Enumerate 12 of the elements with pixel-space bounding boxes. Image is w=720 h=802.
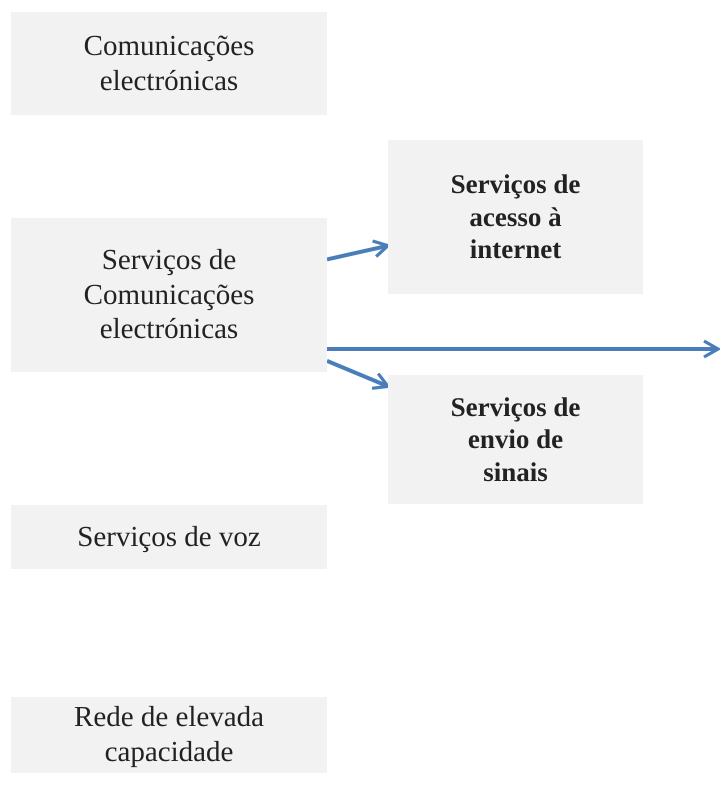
arrow <box>326 359 390 390</box>
box-label: Rede de elevada capacidade <box>72 700 265 770</box>
arrow <box>327 339 720 359</box>
text-box <box>388 140 643 294</box>
box-label: Serviços de envio de sinais <box>450 390 582 488</box>
box-label: Serviços de Comunicações electrónicas <box>82 242 256 348</box>
arrow <box>326 239 390 262</box>
text-box <box>11 218 327 372</box>
box-label: Serviços de voz <box>77 520 261 554</box>
box-label: Comunicações electrónicas <box>82 28 256 98</box>
box-label: Serviços de acesso à internet <box>450 168 582 266</box>
text-box <box>388 375 643 504</box>
